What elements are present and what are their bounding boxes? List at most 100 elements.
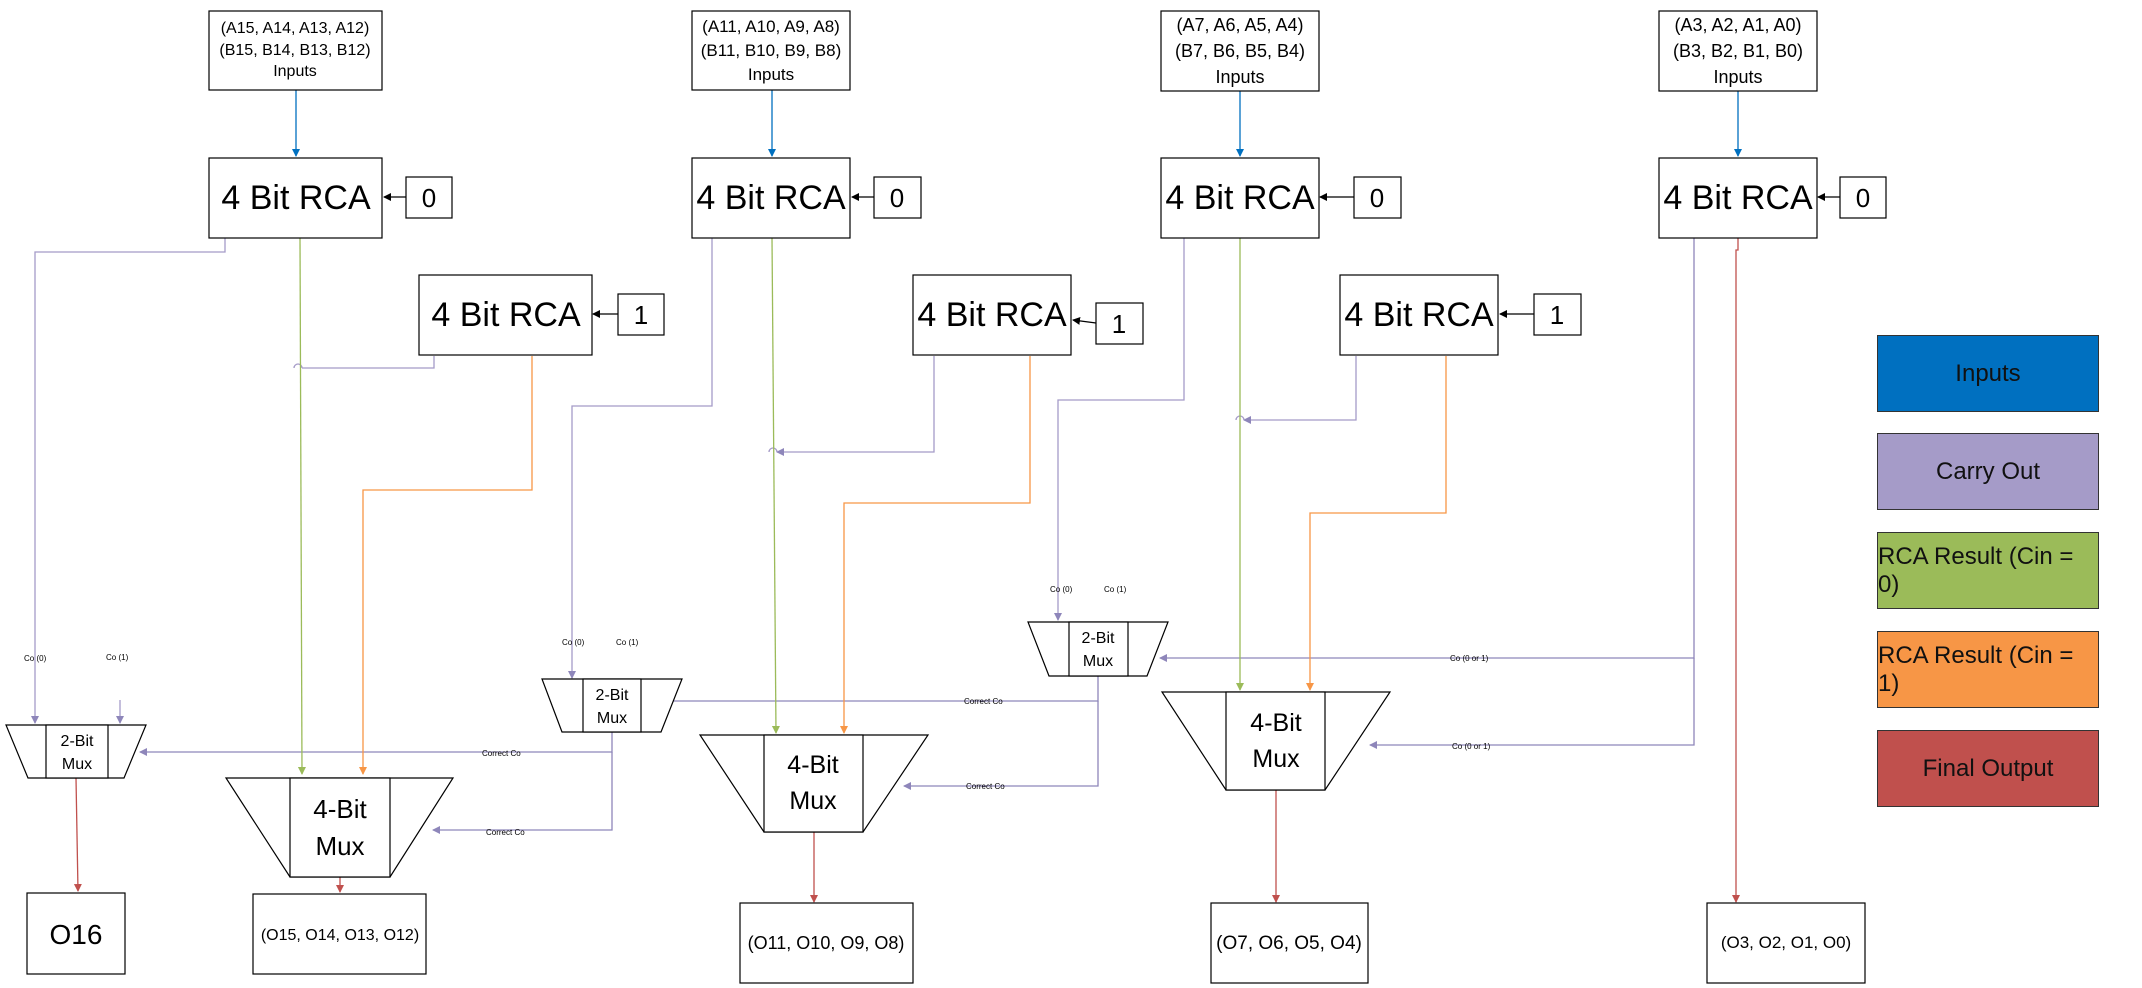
carry-in-one: 1 — [617, 293, 665, 336]
svg-text:2-Bit: 2-Bit — [596, 687, 629, 704]
wire-label-co0or1: Co (0 or 1) — [1452, 742, 1491, 751]
svg-text:Mux: Mux — [1252, 745, 1300, 773]
rca-block-cin0: 4 Bit RCA — [208, 157, 383, 239]
carry-out-wire — [1243, 356, 1357, 424]
wire-label-co0: Co (0) — [24, 654, 47, 663]
svg-text:4 Bit RCA: 4 Bit RCA — [696, 179, 846, 217]
wire-label-co0: Co (0) — [1050, 585, 1073, 594]
wire-label-co1: Co (1) — [616, 638, 639, 647]
rca-block-cin0: 4 Bit RCA — [1160, 157, 1320, 239]
svg-text:Mux: Mux — [1083, 653, 1113, 670]
input-box: (A15, A14, A13, A12) (B15, B14, B13, B12… — [208, 10, 383, 91]
output-box: (O11, O10, O9, O8) — [739, 902, 914, 984]
carry-out-hop — [293, 363, 303, 369]
svg-text:(B7, B6, B5, B4): (B7, B6, B5, B4) — [1175, 41, 1305, 61]
svg-text:Inputs: Inputs — [1215, 67, 1264, 87]
correct-co-wire — [432, 752, 613, 834]
input-box: (A3, A2, A1, A0) (B3, B2, B1, B0) Inputs — [1658, 10, 1818, 92]
svg-text:Inputs: Inputs — [748, 65, 794, 84]
svg-text:4-Bit: 4-Bit — [313, 794, 367, 824]
input-box: (A11, A10, A9, A8) (B11, B10, B9, B8) In… — [691, 10, 851, 91]
svg-text:0: 0 — [890, 183, 904, 213]
legend-final-output: Final Output — [1877, 730, 2099, 807]
output-box: (O7, O6, O5, O4) — [1210, 902, 1369, 984]
carry-out-wire — [302, 356, 435, 369]
svg-text:(B11, B10, B9, B8): (B11, B10, B9, B8) — [701, 41, 841, 60]
svg-text:Inputs: Inputs — [273, 63, 317, 80]
svg-text:(O7, O6, O5, O4): (O7, O6, O5, O4) — [1216, 933, 1362, 954]
svg-text:(A7, A6, A5, A4): (A7, A6, A5, A4) — [1176, 15, 1303, 35]
svg-text:4 Bit RCA: 4 Bit RCA — [1663, 179, 1813, 217]
svg-text:2-Bit: 2-Bit — [1082, 630, 1115, 647]
svg-text:(A15, A14, A13, A12): (A15, A14, A13, A12) — [221, 20, 370, 37]
co0or1-wire — [1369, 658, 1695, 749]
svg-text:(A3, A2, A1, A0): (A3, A2, A1, A0) — [1674, 15, 1801, 35]
legend-carry-out: Carry Out — [1877, 433, 2099, 510]
svg-text:Inputs: Inputs — [1713, 67, 1762, 87]
mux-2bit: 2-Bit Mux — [1027, 621, 1169, 677]
svg-text:4 Bit RCA: 4 Bit RCA — [917, 296, 1067, 334]
wire-label-co0or1: Co (0 or 1) — [1450, 654, 1489, 663]
rca-cin1-wire — [840, 356, 1031, 734]
svg-text:0: 0 — [1370, 183, 1384, 213]
correct-co-wire — [903, 701, 1099, 790]
svg-text:4 Bit RCA: 4 Bit RCA — [431, 296, 581, 334]
rca-block-cin0: 4 Bit RCA — [1658, 157, 1818, 239]
carry-in-zero: 0 — [873, 176, 922, 219]
carry-out-wire — [568, 238, 713, 679]
correct-co-wire — [664, 676, 1099, 705]
carry-in-wire — [1072, 316, 1097, 325]
svg-text:4-Bit: 4-Bit — [787, 751, 838, 779]
legend-inputs: Inputs — [1877, 335, 2099, 412]
wire-label-co1: Co (1) — [1104, 585, 1127, 594]
wire-label-correct-co: Correct Co — [964, 697, 1003, 706]
svg-text:O16: O16 — [50, 919, 103, 950]
rca-cin0-wire — [297, 237, 306, 775]
wire-label-co0: Co (0) — [562, 638, 585, 647]
rca-block-cin0: 4 Bit RCA — [691, 157, 851, 239]
svg-text:(O3, O2, O1, O0): (O3, O2, O1, O0) — [1721, 933, 1851, 952]
carry-out-hop — [768, 447, 778, 453]
carry-out-wire — [776, 356, 935, 456]
svg-text:1: 1 — [634, 300, 648, 330]
carry-in-one: 1 — [1095, 302, 1144, 345]
svg-text:Mux: Mux — [789, 787, 837, 815]
svg-text:(B3, B2, B1, B0): (B3, B2, B1, B0) — [1673, 41, 1803, 61]
svg-text:(O11, O10, O9, O8): (O11, O10, O9, O8) — [748, 933, 905, 953]
output-box: (O3, O2, O1, O0) — [1706, 902, 1866, 984]
carry-in-one: 1 — [1533, 293, 1582, 336]
rca-cin1-wire — [1306, 356, 1447, 691]
svg-text:4 Bit RCA: 4 Bit RCA — [1165, 179, 1315, 217]
svg-text:4 Bit RCA: 4 Bit RCA — [1344, 296, 1494, 334]
carry-in-zero: 0 — [1353, 176, 1402, 219]
mux-4bit: 4-Bit Mux — [698, 734, 930, 833]
svg-text:2-Bit: 2-Bit — [61, 733, 94, 750]
carry-in-zero: 0 — [405, 176, 453, 219]
svg-text:(O15, O14, O13, O12): (O15, O14, O13, O12) — [261, 927, 419, 944]
rca-block-cin1: 4 Bit RCA — [1339, 274, 1499, 356]
correct-co-wire — [139, 732, 613, 756]
svg-text:0: 0 — [422, 183, 436, 213]
svg-text:0: 0 — [1856, 183, 1870, 213]
carry-in-zero: 0 — [1839, 176, 1887, 219]
rca-cin1-wire — [359, 356, 533, 775]
final-output-wire — [73, 777, 82, 892]
output-box: (O15, O14, O13, O12) — [252, 893, 427, 975]
input-box: (A7, A6, A5, A4) (B7, B6, B5, B4) Inputs — [1160, 10, 1320, 92]
svg-text:4 Bit RCA: 4 Bit RCA — [221, 179, 371, 217]
carry-out-wire — [1054, 238, 1185, 621]
legend-rca-cin0: RCA Result (Cin = 0) — [1877, 532, 2099, 609]
svg-text:4-Bit: 4-Bit — [1250, 709, 1301, 737]
wire-label-correct-co: Correct Co — [486, 828, 525, 837]
svg-text:(B15, B14, B13, B12): (B15, B14, B13, B12) — [219, 42, 370, 59]
wire-label-co1: Co (1) — [106, 653, 129, 662]
rca-cin0-wire — [771, 237, 780, 734]
wire-label-correct-co: Correct Co — [966, 782, 1005, 791]
carry-out-wire — [31, 238, 226, 724]
svg-text:Mux: Mux — [597, 710, 627, 727]
svg-text:Mux: Mux — [62, 756, 92, 773]
svg-text:1: 1 — [1550, 300, 1564, 330]
svg-text:Mux: Mux — [315, 831, 364, 861]
mux-2bit: 2-Bit Mux — [541, 678, 683, 733]
